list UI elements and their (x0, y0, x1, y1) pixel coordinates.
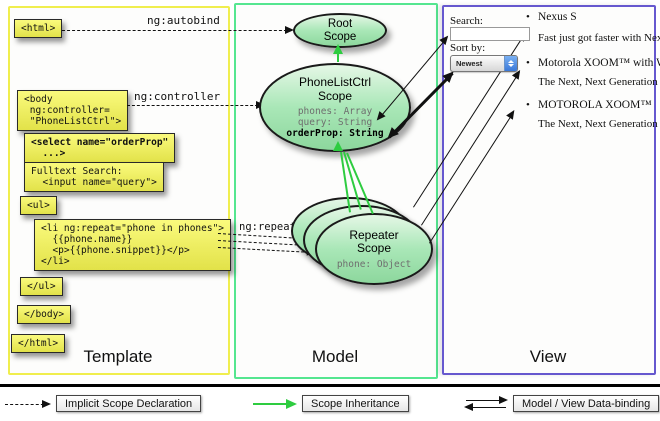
list-item-title: Nexus S (538, 11, 577, 23)
dropdown-stepper-icon (504, 56, 517, 71)
bullet-icon: • (526, 11, 530, 23)
stepper-down-icon (508, 64, 514, 67)
stepper-up-icon (508, 60, 514, 63)
ng-autobind-label: ng:autobind (147, 14, 220, 27)
bullet-icon: • (526, 57, 530, 69)
legend-separator (0, 384, 660, 387)
phonelistctrl-scope-orderprop: orderProp: String (286, 128, 384, 139)
model-column-label: Model (311, 347, 359, 366)
code-block-fulltext-search: Fulltext Search: <input name="query"> (24, 162, 164, 192)
ng-repeat-label: ng:repeat (239, 221, 296, 233)
arrow-line (466, 406, 506, 408)
arrow-line (466, 399, 506, 401)
code-block-ul-close: </ul> (20, 277, 63, 296)
arrow-head (286, 399, 297, 409)
legend-inheritance-label: Scope Inheritance (302, 395, 409, 412)
model-column (234, 3, 438, 379)
repeater-scope-ellipse: Repeater Scope phone: Object (315, 213, 433, 285)
sort-by-label: Sort by: (450, 42, 486, 54)
phonelistctrl-scope-ellipse: PhoneListCtrl Scope phones: Array query:… (259, 63, 411, 152)
code-block-select: <select name="orderProp" ...> (24, 133, 176, 163)
legend-databinding-label: Model / View Data-binding (513, 395, 660, 412)
template-column-label: Template (83, 347, 153, 366)
arrow-head (499, 396, 508, 404)
legend-implicit-label: Implicit Scope Declaration (56, 395, 202, 412)
arrow-line (5, 403, 49, 405)
code-block-body-close: </body> (17, 305, 72, 324)
arrow-line (253, 403, 295, 405)
root-scope-ellipse: Root Scope (293, 13, 387, 48)
code-block-li-repeat: <li ng:repeat="phone in phones"> {{phone… (34, 219, 232, 271)
list-item-desc: Fast just got faster with Nexus S. (538, 32, 660, 44)
list-item-desc: The Next, Next Generation tablet. (538, 118, 660, 130)
ng-controller-label: ng:controller (134, 90, 221, 103)
code-block-html-open: <html> (14, 19, 63, 38)
list-item-desc: The Next, Next Generation tablet. (538, 76, 660, 88)
list-item-title: MOTOROLA XOOM™ (538, 99, 652, 111)
code-block-body-open: <body ng:controller= "PhoneListCtrl"> (17, 90, 129, 131)
phonelistctrl-scope-title: PhoneListCtrl Scope (298, 75, 372, 103)
phonelistctrl-scope-props: phones: Array query: String (297, 106, 373, 128)
code-block-ul-open: <ul> (20, 196, 57, 215)
view-column-label: View (529, 347, 567, 366)
sort-dropdown-value: Newest (456, 59, 483, 68)
arrow-head (464, 403, 473, 411)
repeater-scope-prop: phone: Object (336, 258, 412, 270)
repeater-scope-title: Repeater Scope (349, 227, 399, 255)
root-scope-title: Root Scope (323, 18, 357, 43)
arrow-head (42, 400, 51, 408)
list-item-title: Motorola XOOM™ with Wi-Fi (538, 57, 660, 69)
search-label: Search: (450, 15, 483, 27)
code-block-html-close: </html> (11, 334, 66, 353)
sort-dropdown[interactable]: Newest (450, 55, 518, 72)
bullet-icon: • (526, 99, 530, 111)
search-input[interactable] (450, 27, 530, 41)
